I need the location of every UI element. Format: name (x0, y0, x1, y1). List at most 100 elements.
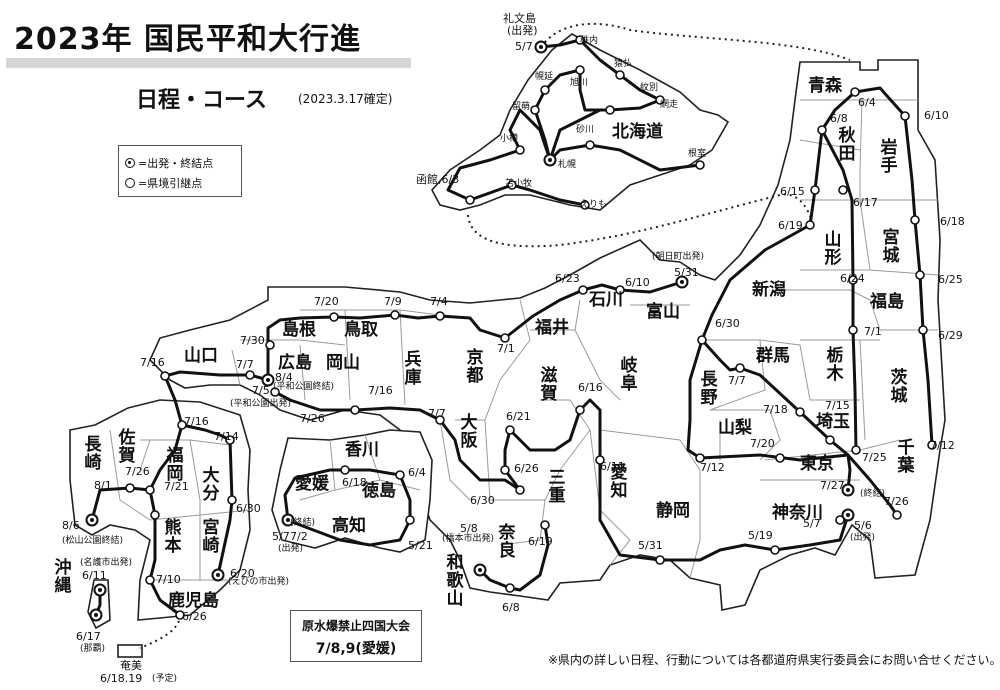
relay-point-icon (125, 178, 135, 188)
label-d-0507b: 5/7 (803, 517, 821, 530)
label-c-otaru: 小樽 (500, 134, 519, 144)
label-d-0715: 7/15 (825, 399, 850, 412)
label-ehime: 愛媛 (295, 474, 329, 494)
label-heiwa-start: (平和公園出発) (230, 399, 292, 409)
label-shuppatsu1: (出発) (850, 533, 876, 543)
label-d-0617b: 6/17 (76, 630, 101, 643)
label-d-0710: 7/10 (156, 573, 181, 586)
label-d-0716c: 7/16 (184, 415, 209, 428)
label-niigata: 新潟 (752, 280, 786, 300)
kyushu-island (69, 399, 251, 621)
label-d-0726a: 7/26 (300, 412, 325, 425)
label-kumamoto: 熊本 (164, 518, 182, 556)
label-shiga: 滋賀 (540, 366, 558, 404)
ferry-links (139, 22, 851, 649)
label-c-abashiri: 網走 (660, 100, 679, 110)
convention-title: 原水爆禁止四国大会 (301, 619, 410, 633)
label-d-0608b: 6/8 (502, 601, 520, 614)
label-d-0630b: 6/30 (470, 494, 495, 507)
label-d-0621: 6/21 (506, 410, 531, 423)
label-kanagawa: 神奈川 (772, 503, 823, 523)
label-d-0610b: 6/10 (625, 276, 650, 289)
label-tokushima: 徳島 (362, 481, 396, 501)
map-subtitle: 日程・コース (136, 88, 267, 113)
label-d-0604b: 6/4 (408, 466, 426, 479)
label-c-horonobe: 幌延 (535, 72, 554, 82)
label-c-sunagawa: 砂川 (576, 125, 595, 135)
label-hiroshima: 広島 (278, 353, 312, 373)
label-ibaraki: 茨城 (890, 368, 908, 406)
label-nara: 奈良 (498, 523, 516, 561)
label-d-0704: 7/4 (430, 295, 448, 308)
label-c-wakkanai: 稚内 (580, 36, 599, 46)
label-shuketsu2: (終結) (290, 518, 316, 528)
label-d-0702: 7/2 (290, 530, 308, 543)
label-d-0508: 5/8 (460, 522, 478, 535)
title-underline (6, 58, 411, 68)
label-d-0630a: 6/30 (715, 317, 740, 330)
label-d-0730: 7/30 (240, 334, 265, 347)
label-ebino: (えびの市出発) (228, 577, 290, 587)
label-fukushima: 福島 (870, 292, 904, 312)
label-ishikawa: 石川 (589, 290, 623, 310)
label-aomori: 青森 (808, 76, 842, 96)
label-d-0626a: 6/26 (514, 462, 539, 475)
label-oita: 大分 (202, 466, 220, 504)
legend-relay: =県境引継点 (125, 175, 202, 191)
label-d-0630c: 6/30 (236, 502, 261, 515)
label-kagawa: 香川 (345, 440, 379, 460)
label-d-0726c: 7/26 (125, 465, 150, 478)
label-d-0618b: 6/18 (342, 476, 367, 489)
label-yamagata: 山形 (824, 230, 842, 268)
label-d-0701b: 7/1 (497, 342, 515, 355)
label-chiba: 千葉 (897, 438, 915, 476)
label-naha: (那覇) (80, 644, 106, 654)
label-rebun2: (出発) (507, 24, 538, 37)
label-hakodate: 函館,6/3 (416, 173, 460, 186)
label-fukui: 福井 (535, 318, 569, 338)
label-d-0716a: 7/16 (140, 356, 165, 369)
label-c-tomakomai: 苫小牧 (505, 179, 533, 189)
label-d-0712b: 7/12 (930, 439, 955, 452)
map-title: 2023年 国民平和大行進 (14, 22, 361, 57)
label-matsuyama: (松山公園終結) (62, 536, 124, 546)
label-rebun: 礼文島 (503, 12, 536, 25)
label-d-0726b: 7/26 (884, 495, 909, 508)
label-kyoto: 京都 (466, 348, 484, 386)
label-d-0707b: 7/7 (428, 407, 446, 420)
label-d-0721: 7/21 (164, 480, 189, 493)
label-d-0720b: 7/20 (750, 437, 775, 450)
label-d-0608: 6/8 (830, 112, 848, 125)
label-d-0623: 6/23 (555, 272, 580, 285)
label-d-0610a: 6/10 (924, 109, 949, 122)
label-d-0611a: 6/11 (600, 460, 625, 473)
label-iwate: 岩手 (880, 138, 898, 176)
legend-start-end-label: =出発・終結点 (138, 157, 214, 170)
label-shimane: 島根 (282, 320, 316, 340)
label-d-0625: 6/25 (938, 273, 963, 286)
label-wakayama: 和歌山 (446, 553, 464, 609)
label-d-0507c: 5/7 (272, 530, 290, 543)
label-akita: 秋田 (838, 126, 856, 164)
label-d-0727: 7/27 (820, 479, 845, 492)
label-tokyo: 東京 (800, 454, 834, 474)
label-toyama: 富山 (646, 302, 680, 322)
label-miyazaki: 宮崎 (202, 518, 220, 556)
label-shuketsu1: (終結) (860, 489, 886, 499)
label-d-0801: 8/1 (94, 479, 112, 492)
label-d-0521: 5/21 (408, 539, 433, 552)
label-nagano: 長野 (700, 370, 718, 408)
label-c-erimo: えりも (580, 200, 608, 210)
label-c-monbetsu: 紋別 (640, 83, 659, 93)
label-heiwa-end: (平和公園終結) (273, 382, 335, 392)
label-okinawa: 沖縄 (54, 558, 72, 596)
label-d-0506: 5/6 (854, 519, 872, 532)
label-c-sapporo: 札幌 (558, 160, 577, 170)
label-kagoshima: 鹿児島 (168, 591, 219, 611)
relay-points (125, 35, 937, 620)
label-d-0705: 7/5 (252, 384, 270, 397)
label-amami: 奄美 (120, 659, 142, 672)
label-saga: 佐賀 (118, 428, 136, 466)
label-shuppatsu2: (出発) (278, 544, 304, 554)
label-tochigi: 栃木 (826, 346, 844, 384)
